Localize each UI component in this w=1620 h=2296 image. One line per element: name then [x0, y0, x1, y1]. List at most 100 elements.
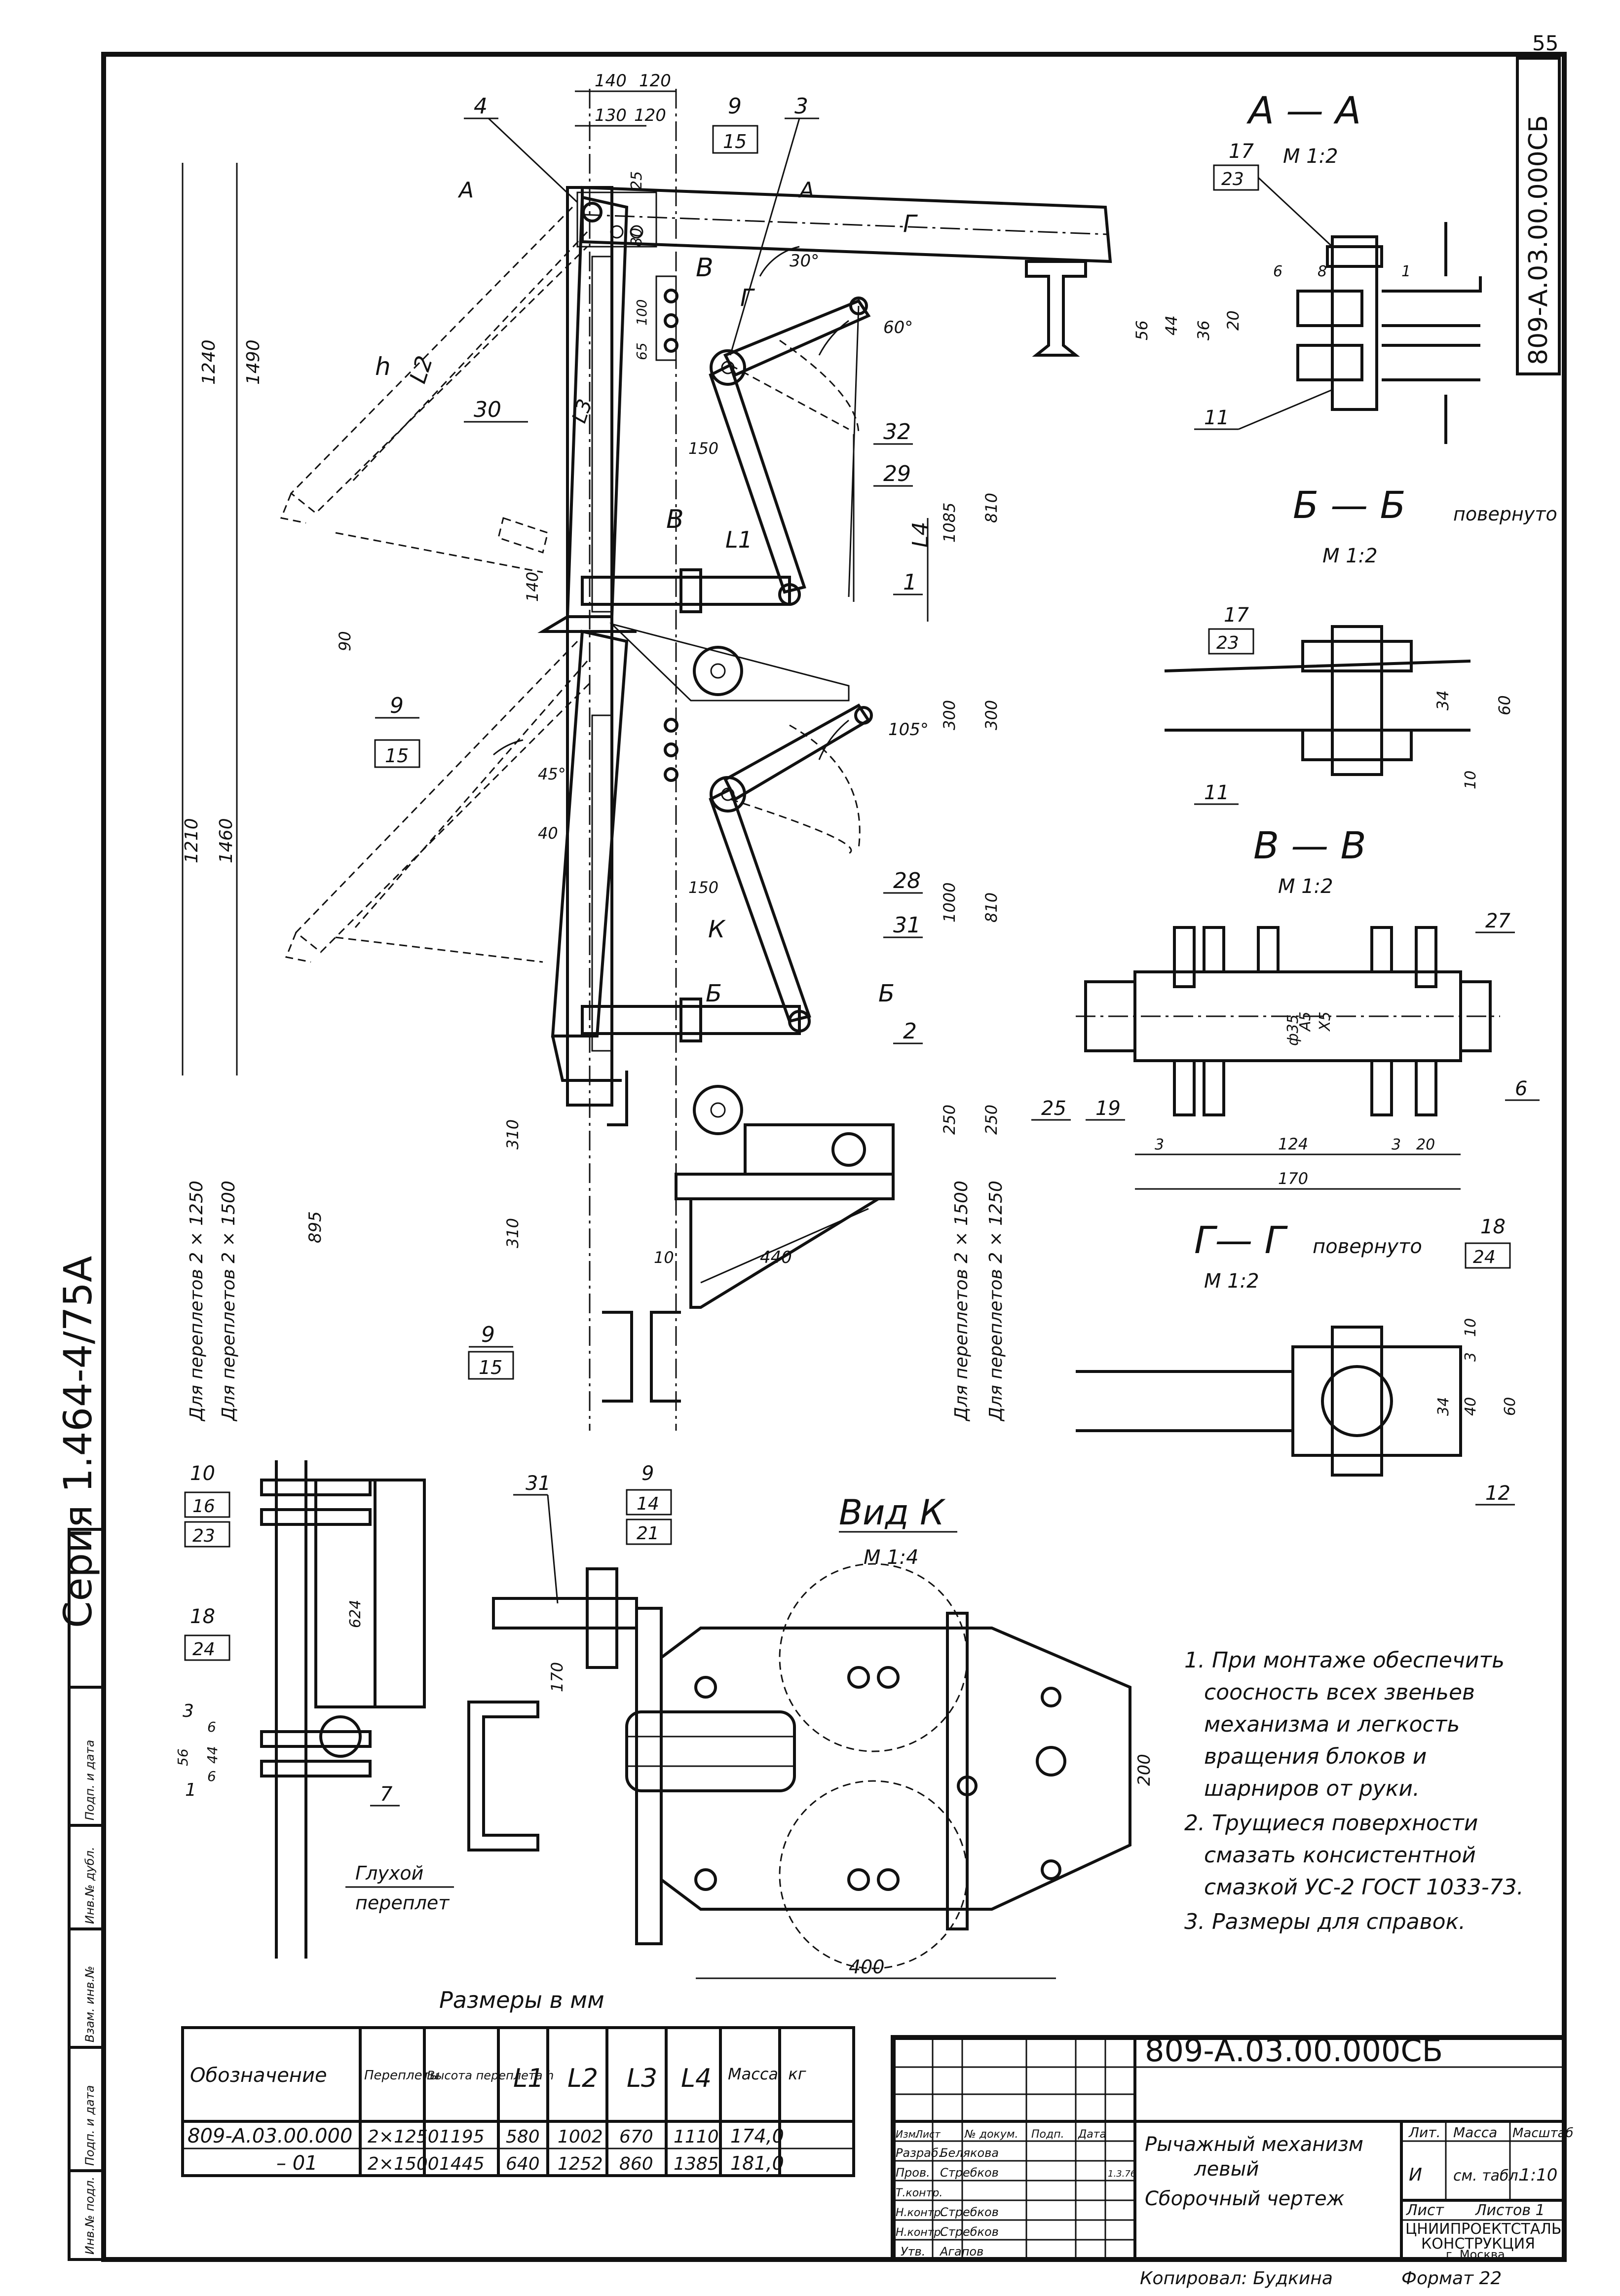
td-r1-c5: 1002 — [558, 2127, 603, 2147]
section-gg-suffix: повернуто — [1313, 1235, 1422, 1258]
copied-by: Копировал: Будкина — [1140, 2268, 1333, 2289]
det-dim-624: 624 — [347, 1600, 364, 1628]
dim-misc-100: 100 — [634, 299, 650, 326]
tb-r5-role: Н.контр. — [896, 2226, 944, 2239]
section-bb-suffix: повернуто — [1453, 503, 1557, 525]
label-L4: L4 — [908, 521, 933, 548]
th-pereplety: Переплеты — [364, 2068, 440, 2083]
vv-dim-124: 124 — [1278, 1135, 1308, 1153]
dim-left-1460: 1460 — [216, 818, 236, 863]
label-B2-right: Б — [878, 980, 895, 1007]
det-pereplet: переплет — [355, 1892, 450, 1914]
dim-right-810a: 810 — [982, 493, 1001, 523]
dimensions-table: Размеры в мм Обозначение Переплеты Высот… — [181, 1987, 855, 2177]
det-callout-23: 23 — [192, 1526, 215, 1546]
page-number: 55 — [1532, 31, 1558, 55]
note-line-2: соосность всех звеньев — [1204, 1680, 1475, 1705]
callout-4: 4 — [474, 94, 488, 119]
note-line-9: 3. Размеры для справок. — [1184, 1909, 1466, 1934]
series-label: Серия 1.464-4/75А — [56, 1256, 101, 1628]
bb-callout-23: 23 — [1216, 633, 1239, 653]
bb-callout-11: 11 — [1204, 781, 1229, 804]
vv-dim-f35: ф35 — [1284, 1014, 1302, 1046]
aa-dim-6: 6 — [1273, 263, 1282, 280]
td-r1-c4: 580 — [506, 2127, 540, 2147]
tb-r2-date: 1.3.76 — [1108, 2169, 1136, 2179]
aa-dim-1: 1 — [1401, 263, 1411, 280]
tb-scale-header: Масштаб — [1512, 2126, 1574, 2141]
k-callout-9: 9 — [641, 1462, 654, 1485]
dim-misc-40: 40 — [538, 824, 558, 843]
th-L1: L1 — [513, 2064, 544, 2093]
tb-org2: КОНСТРУКЦИЯ — [1421, 2235, 1535, 2253]
note-line-4: вращения блоков и — [1204, 1744, 1427, 1769]
aa-dim-8: 8 — [1318, 263, 1327, 280]
det-callout-10: 10 — [190, 1462, 215, 1485]
td-r1-c7: 1110 — [674, 2127, 719, 2147]
th-L3: L3 — [627, 2064, 657, 2093]
dim-right-250a: 250 — [940, 1105, 959, 1135]
callout-30: 30 — [474, 397, 501, 422]
td-r1-c6: 670 — [619, 2127, 653, 2147]
dim-top-2: 120 — [639, 71, 671, 91]
note-line-5: шарниров от руки. — [1204, 1776, 1420, 1801]
k-dim-170: 170 — [548, 1662, 566, 1692]
callout-9c: 9 — [481, 1322, 495, 1347]
note-line-8: смазкой УС-2 ГОСТ 1033-73. — [1204, 1875, 1524, 1900]
side-strip-2: Подп. и дата — [83, 2085, 97, 2166]
aa-callout-17: 17 — [1229, 140, 1254, 163]
note-pereplet-1500-right: Для переплетов 2 × 1500 — [951, 1181, 972, 1422]
label-A-right: А — [798, 178, 814, 203]
vv-callout-27: 27 — [1485, 910, 1510, 932]
label-G-left: Г — [740, 284, 755, 312]
note-pereplet-1500-left: Для переплетов 2 × 1500 — [219, 1181, 239, 1422]
dim-left-90: 90 — [336, 631, 354, 651]
gg-callout-12: 12 — [1485, 1482, 1510, 1505]
dim-misc-440: 440 — [760, 1248, 792, 1267]
callout-9a: 9 — [728, 94, 742, 119]
gg-dim-10: 10 — [1462, 1318, 1479, 1337]
detail-left: 10 16 23 18 24 3 1 7 624 56 44 6 6 Глухо… — [175, 1460, 454, 1959]
gg-callout-24: 24 — [1473, 1247, 1496, 1267]
th-height: Высота переплета h — [427, 2069, 554, 2082]
dim-misc-65: 65 — [634, 342, 650, 360]
th-L2: L2 — [567, 2064, 598, 2093]
td-r1-c3: 1195 — [439, 2127, 485, 2147]
dim-left-1490: 1490 — [243, 339, 264, 385]
bb-dim-10: 10 — [1462, 771, 1479, 789]
note-pereplet-1250-left: Для переплетов 2 × 1250 — [187, 1181, 207, 1422]
dim-left-1240: 1240 — [199, 339, 219, 385]
det-callout-7: 7 — [380, 1783, 393, 1806]
tb-mass: см. табл. — [1453, 2167, 1523, 2185]
aa-callout-11: 11 — [1204, 407, 1229, 429]
note-pereplet-1250-right: Для переплетов 2 × 1250 — [986, 1181, 1006, 1422]
label-L1: L1 — [725, 526, 753, 553]
th-L4: L4 — [681, 2064, 712, 2093]
dim-top-6: 80 — [628, 228, 645, 247]
tb-r2-name: Стребков — [940, 2166, 999, 2180]
callout-15c: 15 — [479, 1357, 502, 1378]
k-callout-31: 31 — [526, 1472, 551, 1495]
section-gg-scale: М 1:2 — [1204, 1270, 1259, 1293]
dim-top-5: 25 — [628, 171, 645, 190]
vv-callout-6: 6 — [1515, 1077, 1527, 1100]
dim-top-3: 130 — [595, 106, 627, 125]
angle-30: 30° — [790, 251, 819, 271]
angle-60: 60° — [883, 318, 913, 337]
det-callout-1: 1 — [185, 1780, 196, 1800]
det-glukhoy: Глухой — [355, 1862, 423, 1884]
tb-sheets: Листов 1 — [1475, 2202, 1545, 2219]
td-r1-c2: 2×1250 — [368, 2127, 439, 2147]
dim-left-140: 140 — [523, 572, 542, 602]
section-bb: Б — Б повернуто М 1:2 17 23 11 34 60 10 — [1164, 483, 1557, 805]
side-strip-5: Подп. и дата — [83, 1740, 97, 1821]
k-dim-200: 200 — [1134, 1754, 1154, 1786]
label-B-bottom: В — [666, 505, 684, 534]
callout-3: 3 — [794, 94, 808, 119]
side-strip-1: Инв.№ подл. — [83, 2177, 97, 2255]
det-callout-18: 18 — [190, 1605, 215, 1628]
k-callout-14: 14 — [637, 1494, 659, 1514]
tb-r1-role: Разраб. — [896, 2146, 942, 2160]
tb-r4-name: Стребков — [940, 2205, 999, 2219]
